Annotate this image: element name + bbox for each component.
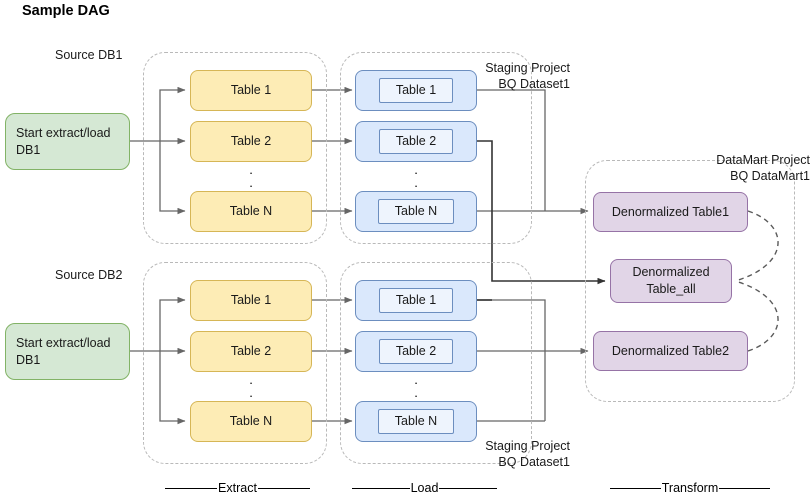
group-staging-top: [340, 52, 532, 244]
group-source-db1-extract: [143, 52, 327, 244]
load-bottom-ellipsis: ..: [414, 372, 418, 400]
phase-transform-bar-left: [610, 487, 661, 489]
node-label: Table 1: [378, 288, 454, 313]
denormalized-table1[interactable]: Denormalized Table1: [593, 192, 748, 232]
group-source-db2-extract: [143, 262, 327, 464]
load-bottom-table-n[interactable]: Table N: [355, 401, 477, 442]
start-node-db1-bottom-label: Start extract/load DB1: [16, 335, 111, 367]
node-label: Table 2: [378, 129, 454, 154]
extract-top-table-1[interactable]: Table 1: [190, 70, 312, 111]
load-top-table-n[interactable]: Table N: [355, 191, 477, 232]
group-staging-bottom: [340, 262, 532, 464]
node-label: Table 1: [230, 293, 272, 308]
phase-load: Load: [352, 481, 497, 495]
phase-load-bar-left: [352, 487, 410, 489]
load-top-table-1[interactable]: Table 1: [355, 70, 477, 111]
label-datamart: DataMart Project BQ DataMart1: [716, 153, 810, 184]
load-bottom-table-1[interactable]: Table 1: [355, 280, 477, 321]
start-node-db1-bottom[interactable]: Start extract/load DB1: [5, 323, 130, 380]
node-label: Table N: [377, 199, 455, 224]
node-label: Table 2: [378, 339, 454, 364]
label-source-db2: Source DB2: [55, 268, 123, 282]
phase-extract: Extract: [165, 481, 310, 495]
group-datamart: [585, 160, 795, 402]
start-node-db1-top[interactable]: Start extract/load DB1: [5, 113, 130, 170]
label-staging-top: Staging Project BQ Dataset1: [485, 61, 570, 92]
phase-transform-label: Transform: [661, 481, 719, 495]
denormalized-table2[interactable]: Denormalized Table2: [593, 331, 748, 371]
phase-extract-bar-right: [257, 487, 310, 489]
phase-extract-label: Extract: [218, 481, 257, 495]
phase-transform: Transform: [610, 481, 770, 495]
start-node-db1-top-label: Start extract/load DB1: [16, 125, 111, 157]
extract-bottom-table-n[interactable]: Table N: [190, 401, 312, 442]
extract-top-table-n[interactable]: Table N: [190, 191, 312, 232]
denormalized-table-all[interactable]: Denormalized Table_all: [610, 259, 732, 303]
phase-transform-bar-right: [719, 487, 770, 489]
phase-load-bar-right: [439, 487, 497, 489]
node-label-line2: Table_all: [646, 282, 696, 296]
node-label: Table 1: [378, 78, 454, 103]
load-top-ellipsis: ..: [414, 162, 418, 190]
page-title: Sample DAG: [22, 3, 110, 19]
label-source-db1: Source DB1: [55, 48, 123, 62]
label-staging-bottom: Staging Project BQ Dataset1: [485, 439, 570, 470]
phase-load-label: Load: [410, 481, 439, 495]
node-label: Table N: [229, 204, 273, 219]
node-label-line1: Denormalized: [632, 265, 710, 280]
extract-bottom-table-1[interactable]: Table 1: [190, 280, 312, 321]
node-label: Table 1: [230, 83, 272, 98]
extract-bottom-ellipsis: ..: [249, 372, 253, 400]
node-label: Table N: [377, 409, 455, 434]
phase-extract-bar-left: [165, 487, 218, 489]
load-bottom-table-2[interactable]: Table 2: [355, 331, 477, 372]
load-top-table-2[interactable]: Table 2: [355, 121, 477, 162]
node-label: Denormalized Table2: [611, 343, 730, 358]
node-label: Table 2: [230, 344, 272, 359]
extract-top-table-2[interactable]: Table 2: [190, 121, 312, 162]
node-label: Denormalized Table1: [611, 204, 730, 219]
node-label: Table 2: [230, 134, 272, 149]
node-label: Table N: [229, 414, 273, 429]
extract-top-ellipsis: ..: [249, 162, 253, 190]
extract-bottom-table-2[interactable]: Table 2: [190, 331, 312, 372]
